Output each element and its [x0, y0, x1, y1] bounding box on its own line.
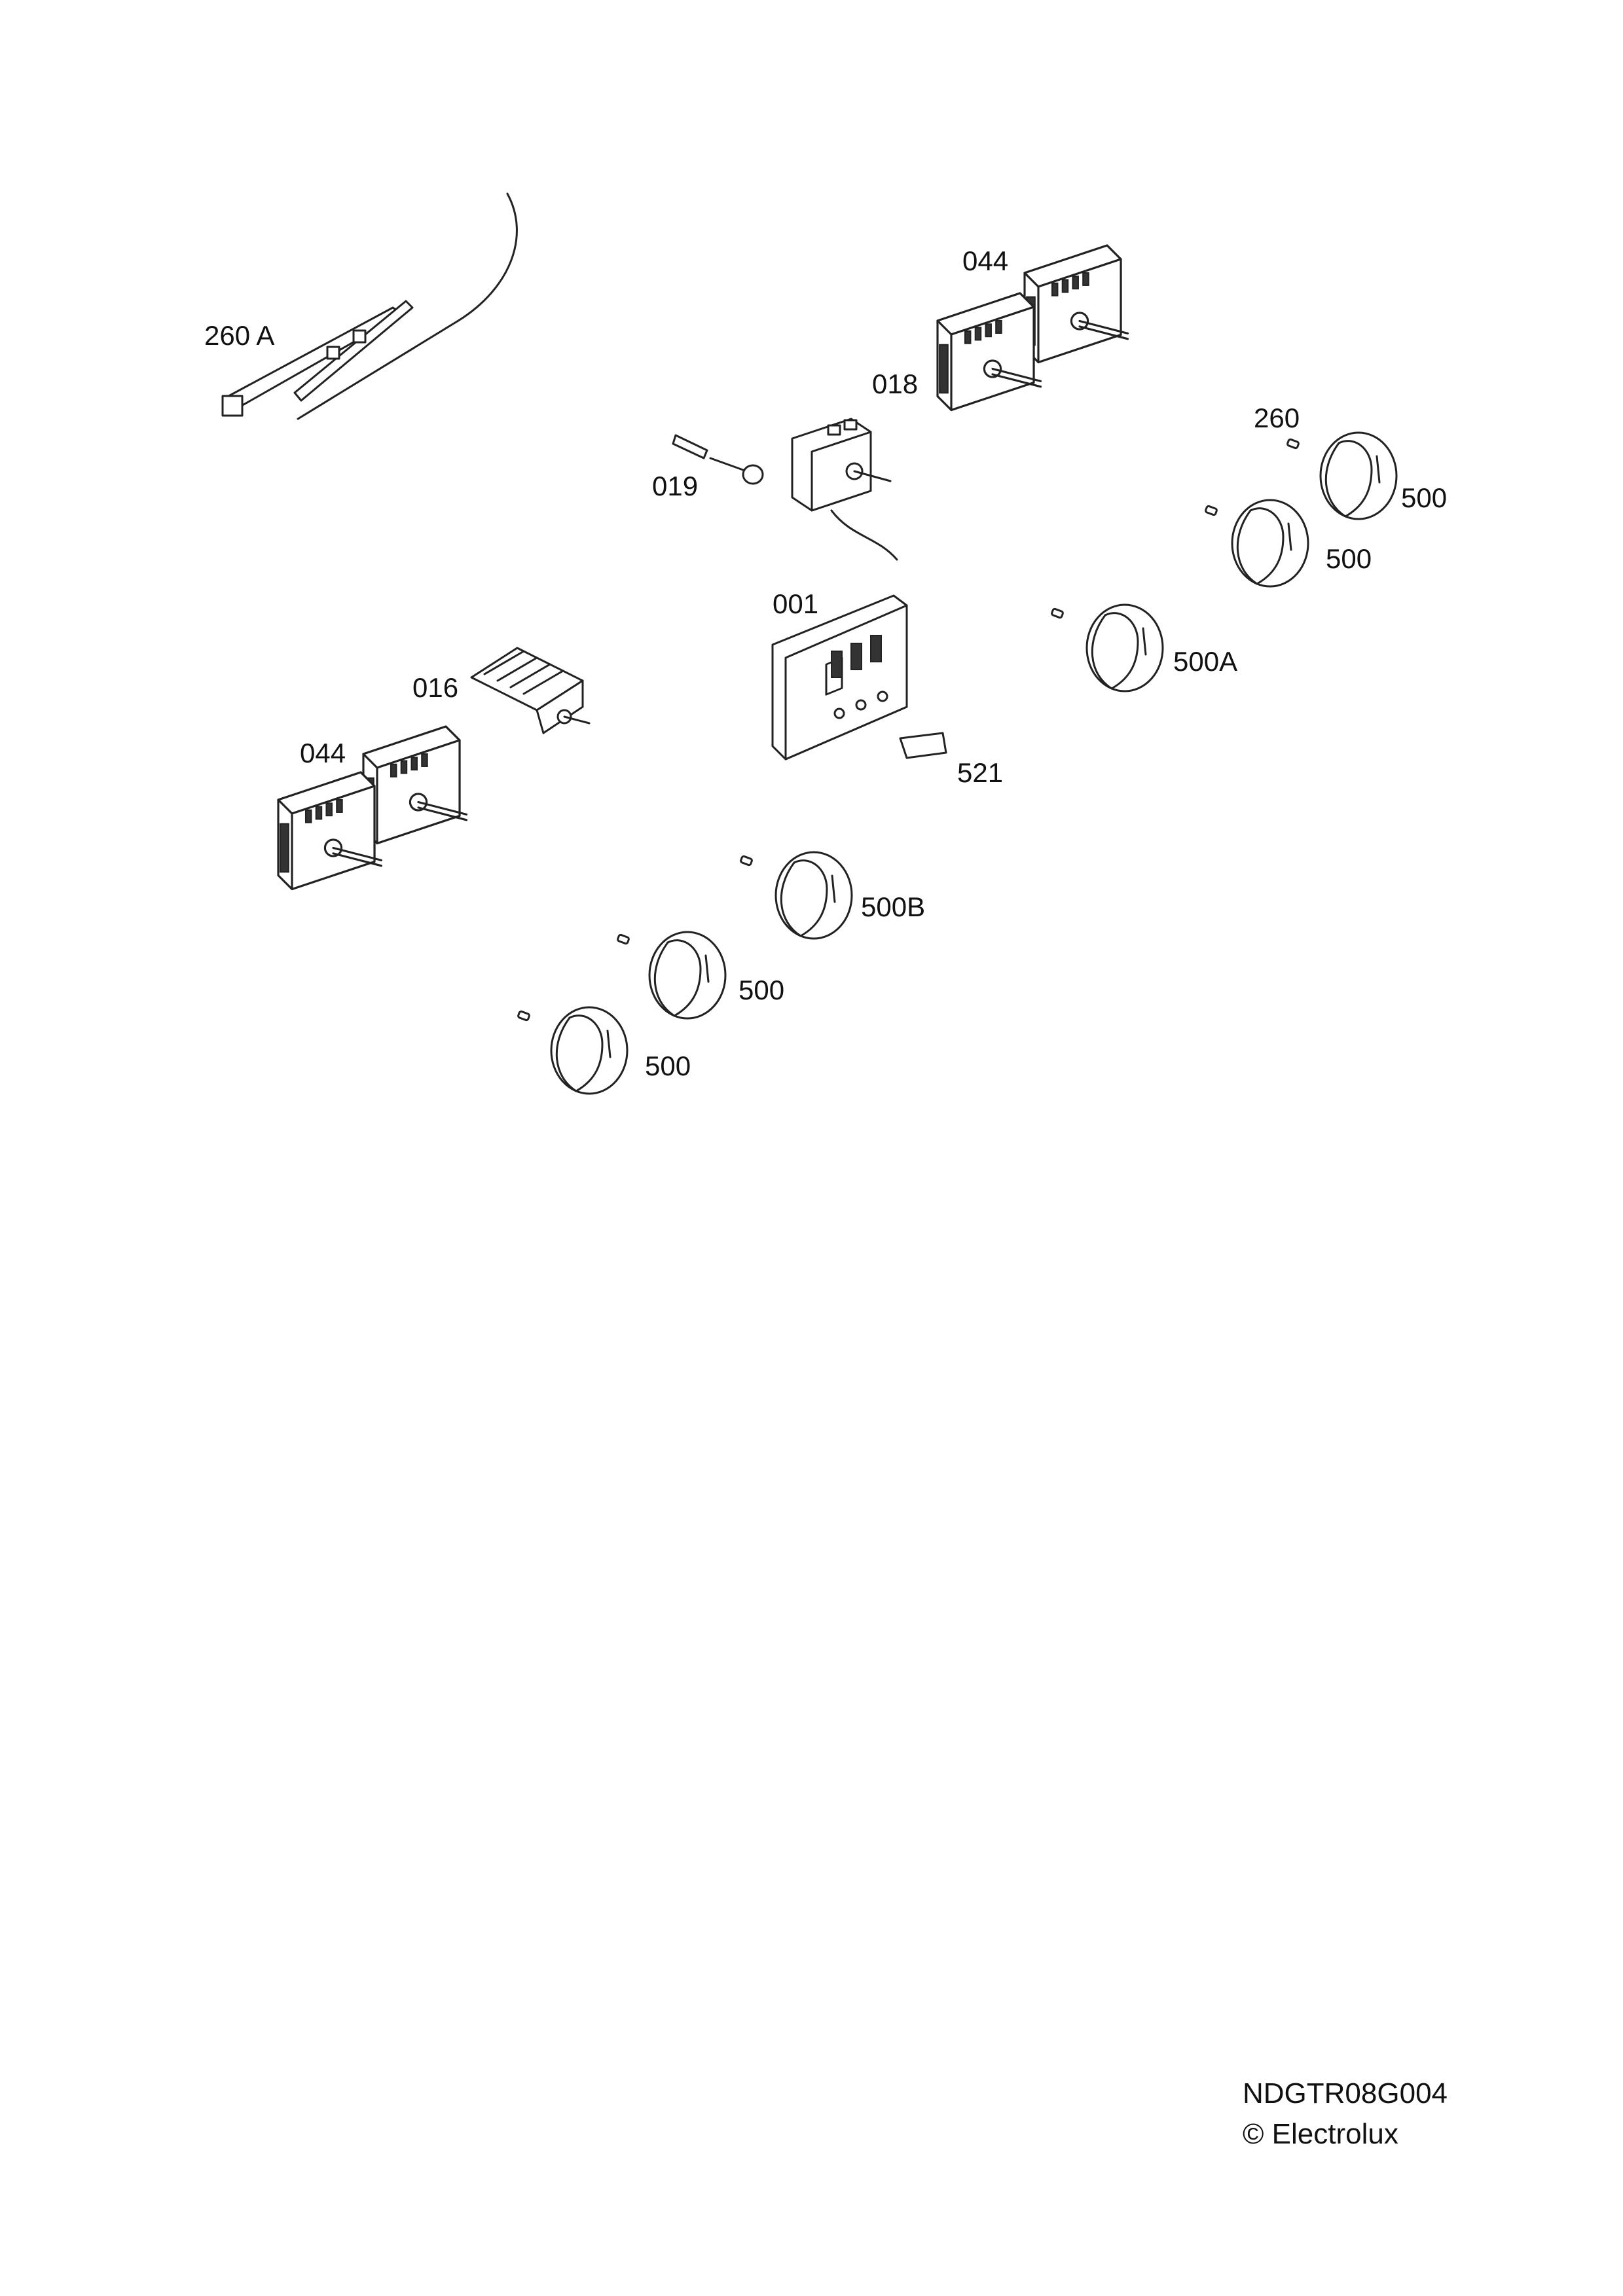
copyright-notice: © Electrolux [1243, 2118, 1398, 2150]
part-500-knob-l2 [550, 1006, 629, 1095]
part-500b-knob [775, 851, 853, 940]
label-044-top: 044 [962, 245, 1009, 276]
knob-clips [517, 438, 1300, 1022]
label-500-r2: 500 [1326, 543, 1372, 574]
part-500-knob-r2 [1231, 499, 1309, 588]
label-001: 001 [773, 588, 819, 619]
part-500-knob-r1 [1319, 431, 1398, 520]
diagram-code: NDGTR08G004 [1243, 2077, 1448, 2109]
part-260a-bracket [221, 192, 518, 420]
part-016-selector [470, 647, 591, 734]
label-500-l1: 500 [739, 975, 785, 1005]
label-500a: 500A [1173, 646, 1238, 677]
label-044-left: 044 [300, 738, 346, 768]
label-019: 019 [652, 471, 699, 501]
label-500-l2: 500 [645, 1050, 691, 1081]
label-260: 260 [1254, 403, 1300, 433]
label-500-r1: 500 [1401, 482, 1448, 513]
part-019-lamp [672, 434, 764, 485]
part-500a-knob [1085, 603, 1164, 692]
diagram-footer: NDGTR08G004 © Electrolux [1243, 2073, 1448, 2155]
part-001-clock [771, 594, 908, 761]
label-500b: 500B [861, 891, 926, 922]
part-018-switch [791, 418, 898, 561]
label-521: 521 [957, 757, 1004, 788]
label-018: 018 [872, 368, 919, 399]
part-521-button [899, 732, 947, 759]
label-016: 016 [412, 672, 459, 703]
part-500-knob-l1 [648, 931, 727, 1020]
label-260a: 260 A [204, 320, 275, 351]
